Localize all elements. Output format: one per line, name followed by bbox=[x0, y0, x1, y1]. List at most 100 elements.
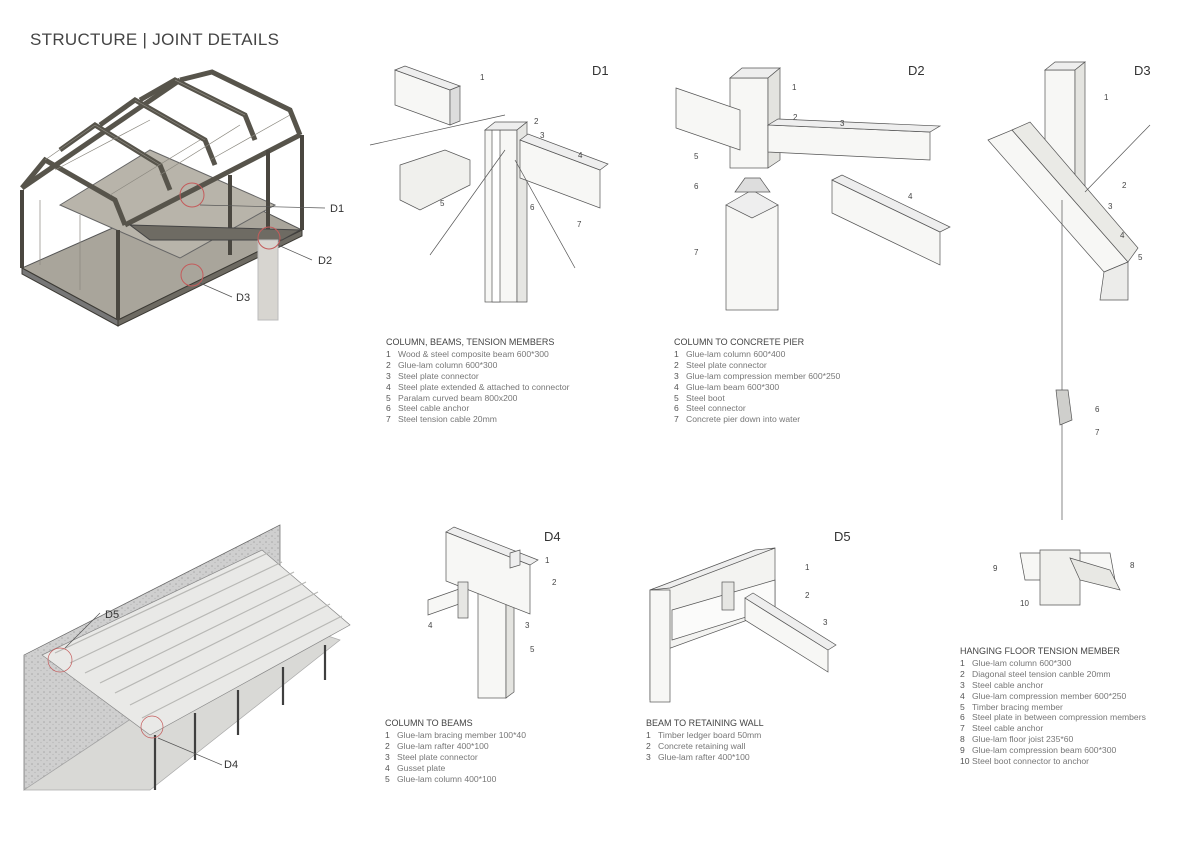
legend-item-text: Glue-lam column 400*100 bbox=[397, 773, 497, 784]
svg-text:2: 2 bbox=[1122, 181, 1127, 190]
legend-item-text: Glue-lam column 600*300 bbox=[398, 359, 498, 370]
svg-text:2: 2 bbox=[805, 591, 810, 600]
svg-text:4: 4 bbox=[1120, 231, 1125, 240]
legend-item-text: Timber ledger board 50mm bbox=[658, 729, 762, 740]
svg-text:8: 8 bbox=[1130, 561, 1135, 570]
svg-text:3: 3 bbox=[823, 618, 828, 627]
legend-item: 7 Steel tension cable 20mm bbox=[386, 414, 570, 425]
svg-text:4: 4 bbox=[908, 192, 913, 201]
legend-d5: BEAM TO RETAINING WALL 1 Timber ledger bo… bbox=[646, 718, 764, 763]
legend-item: 4 Steel plate extended & attached to conn… bbox=[386, 382, 570, 393]
legend-item-text: Timber bracing member bbox=[972, 701, 1063, 712]
legend-item-text: Steel plate connector bbox=[397, 751, 478, 762]
legend-item-number: 5 bbox=[674, 392, 679, 403]
legend-item-text: Steel plate in between compression membe… bbox=[972, 712, 1146, 723]
legend-d5-heading: BEAM TO RETAINING WALL bbox=[646, 718, 764, 728]
detail-d3-drawing bbox=[987, 61, 1151, 606]
legend-item-number: 5 bbox=[386, 392, 391, 403]
canopy-axonometric bbox=[22, 524, 351, 791]
callout-d3: D3 bbox=[236, 292, 250, 304]
legend-item-number: 1 bbox=[960, 657, 965, 668]
legend-item-text: Glue-lam floor joist 235*60 bbox=[972, 734, 1074, 745]
svg-text:1: 1 bbox=[805, 563, 810, 572]
svg-text:9: 9 bbox=[993, 564, 998, 573]
legend-item-text: Steel tension cable 20mm bbox=[398, 414, 497, 425]
detail-d2-numbers: 12 34 56 7 bbox=[694, 83, 913, 257]
legend-item-text: Steel cable anchor bbox=[398, 403, 470, 414]
legend-item-text: Steel plate connector bbox=[398, 370, 479, 381]
detail-label-d3: D3 bbox=[1134, 63, 1151, 78]
legend-item-number: 2 bbox=[385, 740, 390, 751]
legend-item-number: 3 bbox=[674, 370, 679, 381]
legend-d3-heading: HANGING FLOOR TENSION MEMBER bbox=[960, 646, 1120, 656]
svg-text:3: 3 bbox=[525, 621, 530, 630]
svg-text:6: 6 bbox=[1095, 405, 1100, 414]
legend-item-text: Steel plate extended & attached to conne… bbox=[398, 381, 570, 392]
detail-label-d5: D5 bbox=[834, 529, 851, 544]
legend-d2-heading: COLUMN TO CONCRETE PIER bbox=[674, 337, 805, 347]
svg-text:10: 10 bbox=[1020, 599, 1029, 608]
legend-item-number: 3 bbox=[960, 679, 965, 690]
svg-text:1: 1 bbox=[545, 556, 550, 565]
legend-item-number: 10 bbox=[960, 756, 970, 767]
legend-item-text: Diagonal steel tension canble 20mm bbox=[972, 668, 1111, 679]
legend-item-text: Glue-lam rafter 400*100 bbox=[397, 740, 489, 751]
detail-d5-numbers: 1 2 3 bbox=[805, 563, 828, 627]
detail-label-d1: D1 bbox=[592, 63, 609, 78]
legend-item-text: Steel boot connector to anchor bbox=[972, 756, 1090, 767]
legend-item-number: 2 bbox=[386, 359, 391, 370]
legend-item-number: 1 bbox=[674, 348, 679, 359]
legend-item-text: Steel connector bbox=[686, 403, 746, 414]
legend-item-number: 5 bbox=[385, 773, 390, 784]
legend-item-number: 1 bbox=[646, 729, 651, 740]
detail-d3-numbers: 12 34 56 78 910 bbox=[993, 93, 1143, 608]
svg-text:7: 7 bbox=[1095, 428, 1100, 437]
svg-text:7: 7 bbox=[694, 248, 699, 257]
svg-text:5: 5 bbox=[1138, 253, 1143, 262]
svg-text:2: 2 bbox=[534, 117, 539, 126]
legend-item-number: 6 bbox=[960, 712, 965, 723]
legend-item-number: 2 bbox=[646, 740, 651, 751]
legend-item: 5 Steel boot bbox=[674, 393, 840, 404]
svg-text:6: 6 bbox=[530, 203, 535, 212]
svg-text:2: 2 bbox=[552, 578, 557, 587]
legend-item: 9 Glue-lam compression beam 600*300 bbox=[960, 745, 1146, 756]
legend-item-number: 9 bbox=[960, 745, 965, 756]
legend-item-number: 4 bbox=[960, 690, 965, 701]
legend-item-number: 4 bbox=[674, 381, 679, 392]
legend-item-number: 2 bbox=[960, 668, 965, 679]
legend-item: 1 Timber ledger board 50mm bbox=[646, 730, 764, 741]
legend-item-number: 4 bbox=[385, 762, 390, 773]
legend-item-number: 7 bbox=[386, 414, 391, 425]
legend-item-number: 3 bbox=[385, 751, 390, 762]
legend-item: 2 Glue-lam column 600*300 bbox=[386, 360, 570, 371]
callout-d2: D2 bbox=[318, 255, 332, 267]
legend-item-text: Steel boot bbox=[686, 392, 725, 403]
legend-item-text: Glue-lam column 600*300 bbox=[972, 657, 1072, 668]
legend-item: 5 Glue-lam column 400*100 bbox=[385, 774, 526, 785]
legend-item-number: 7 bbox=[674, 414, 679, 425]
callout-d5: D5 bbox=[105, 609, 119, 621]
svg-text:2: 2 bbox=[793, 113, 798, 122]
svg-text:6: 6 bbox=[694, 182, 699, 191]
legend-item-text: Concrete retaining wall bbox=[658, 740, 746, 751]
legend-item-number: 4 bbox=[386, 381, 391, 392]
legend-item-text: Glue-lam compression beam 600*300 bbox=[972, 745, 1117, 756]
legend-item-text: Glue-lam compression member 600*250 bbox=[972, 690, 1127, 701]
